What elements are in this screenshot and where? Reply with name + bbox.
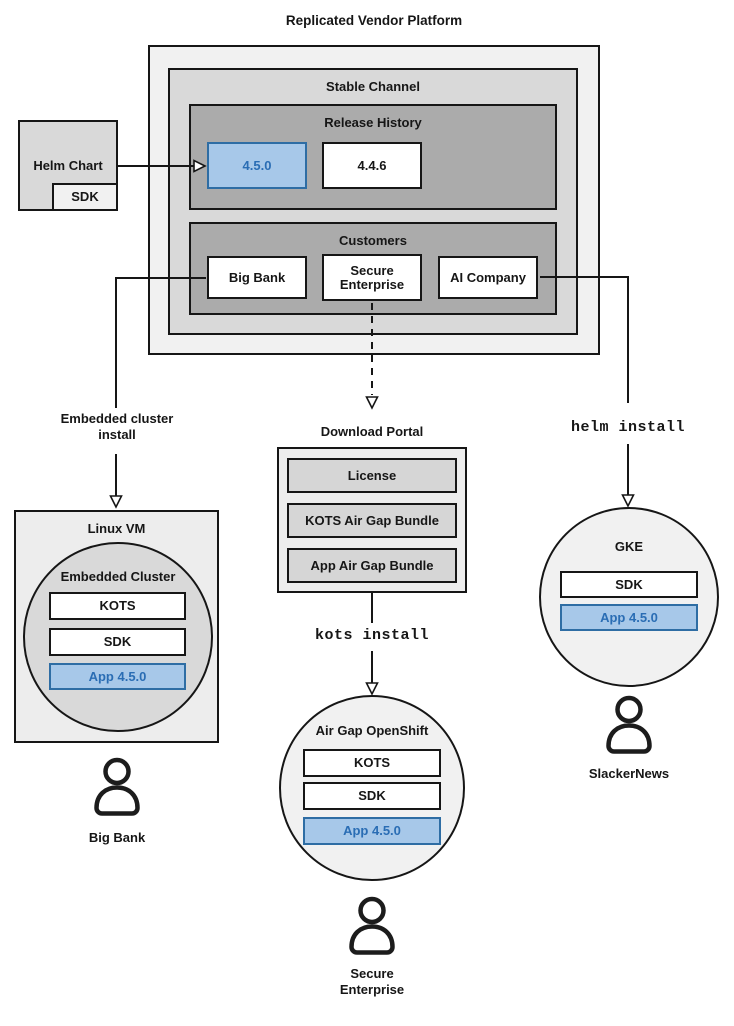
customers-box: Customers Big Bank Secure Enterprise AI … bbox=[189, 222, 557, 315]
customer-box-ai-company: AI Company bbox=[438, 256, 538, 299]
customers-label: Customers bbox=[339, 233, 407, 248]
customer-box-secure-enterprise: Secure Enterprise bbox=[322, 254, 422, 301]
gke-circle: GKE SDK App 4.5.0 bbox=[539, 507, 719, 687]
customer-box-big-bank: Big Bank bbox=[207, 256, 307, 299]
component-box-app: App 4.5.0 bbox=[560, 604, 698, 631]
release-box-previous: 4.4.6 bbox=[322, 142, 422, 189]
helm-install-command: helm install bbox=[570, 419, 686, 436]
download-portal-box: License KOTS Air Gap Bundle App Air Gap … bbox=[277, 447, 467, 593]
vendor-platform-box: Stable Channel Release History 4.5.0 4.4… bbox=[148, 45, 600, 355]
component-box-sdk: SDK bbox=[560, 571, 698, 598]
component-box-app: App 4.5.0 bbox=[303, 817, 441, 845]
openshift-label: Air Gap OpenShift bbox=[315, 723, 429, 738]
component-box-sdk: SDK bbox=[303, 782, 441, 810]
arrowhead-down bbox=[621, 494, 635, 508]
person-icon bbox=[89, 757, 145, 824]
component-box-kots: KOTS bbox=[303, 749, 441, 777]
portal-item-kots-bundle: KOTS Air Gap Bundle bbox=[287, 503, 457, 538]
helm-chart-box: Helm Chart SDK bbox=[18, 120, 118, 211]
embedded-install-label: Embedded cluster install bbox=[60, 411, 174, 442]
user-label-big-bank: Big Bank bbox=[88, 830, 146, 845]
embedded-cluster-label: Embedded Cluster bbox=[60, 569, 176, 584]
diagram-title: Replicated Vendor Platform bbox=[285, 13, 463, 28]
arrowhead-down bbox=[365, 682, 379, 696]
arrowhead-down bbox=[109, 495, 123, 509]
openshift-circle: Air Gap OpenShift KOTS SDK App 4.5.0 bbox=[279, 695, 465, 881]
portal-item-app-bundle: App Air Gap Bundle bbox=[287, 548, 457, 583]
gke-label: GKE bbox=[614, 539, 644, 554]
stable-channel-label: Stable Channel bbox=[326, 79, 420, 94]
person-icon bbox=[601, 695, 657, 762]
release-box-current: 4.5.0 bbox=[207, 142, 307, 189]
helm-sdk-box: SDK bbox=[52, 183, 118, 211]
release-history-box: Release History 4.5.0 4.4.6 bbox=[189, 104, 557, 210]
portal-item-license: License bbox=[287, 458, 457, 493]
kots-install-command: kots install bbox=[314, 627, 430, 644]
linux-vm-box: Linux VM Embedded Cluster KOTS SDK App 4… bbox=[14, 510, 219, 743]
component-box-app: App 4.5.0 bbox=[49, 663, 186, 690]
embedded-cluster-circle: Embedded Cluster KOTS SDK App 4.5.0 bbox=[23, 542, 213, 732]
component-box-kots: KOTS bbox=[49, 592, 186, 620]
stable-channel-box: Stable Channel Release History 4.5.0 4.4… bbox=[168, 68, 578, 335]
release-history-label: Release History bbox=[324, 115, 422, 130]
arrowhead-down bbox=[365, 396, 379, 410]
download-portal-label: Download Portal bbox=[320, 424, 424, 439]
helm-chart-label: Helm Chart bbox=[33, 158, 103, 173]
user-label-slackernews: SlackerNews bbox=[588, 766, 670, 781]
linux-vm-label: Linux VM bbox=[87, 521, 146, 536]
component-box-sdk: SDK bbox=[49, 628, 186, 656]
user-label-secure-enterprise: Secure Enterprise bbox=[339, 966, 405, 997]
person-icon bbox=[344, 896, 400, 963]
